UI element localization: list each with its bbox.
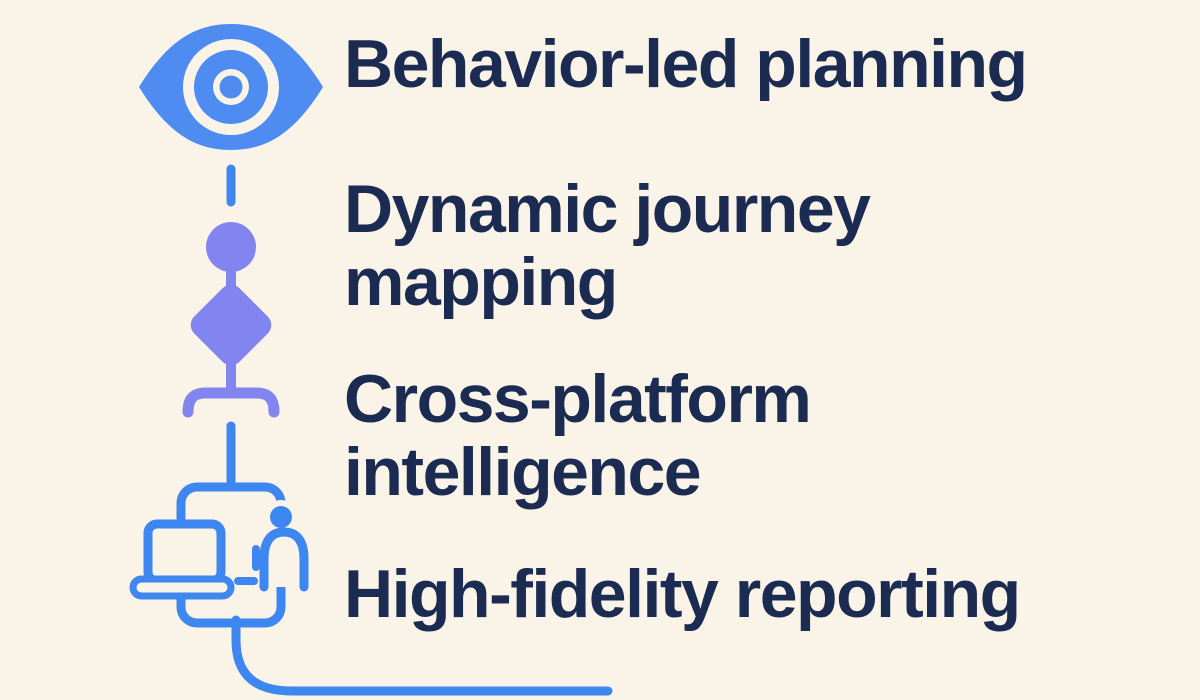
feature-label-dynamic-journey-mapping: Dynamic journey mapping [344, 171, 871, 320]
laptop-user-icon [129, 482, 613, 696]
bracket-node-icon [182, 387, 280, 418]
feature-label-high-fidelity-reporting: High-fidelity reporting [344, 556, 1021, 632]
flow-curve [231, 615, 613, 696]
feature-label-line: Dynamic journey [344, 171, 871, 247]
circle-node-icon [206, 222, 256, 272]
feature-label-line: Behavior-led planning [344, 26, 1028, 102]
eye-icon [139, 24, 323, 150]
feature-label-line: High-fidelity reporting [344, 556, 1021, 632]
feature-label-cross-platform-intelligence: Cross-platform intelligence [344, 361, 812, 510]
person-icon [259, 506, 309, 592]
laptop-icon [129, 519, 235, 600]
journey-node-icons [182, 222, 280, 418]
feature-label-line: Cross-platform [344, 361, 812, 437]
diamond-node-icon [190, 284, 272, 366]
feature-label-line: intelligence [344, 434, 702, 510]
feature-label-behavior-led-planning: Behavior-led planning [344, 26, 1028, 102]
feature-label-line: mapping [344, 244, 618, 320]
